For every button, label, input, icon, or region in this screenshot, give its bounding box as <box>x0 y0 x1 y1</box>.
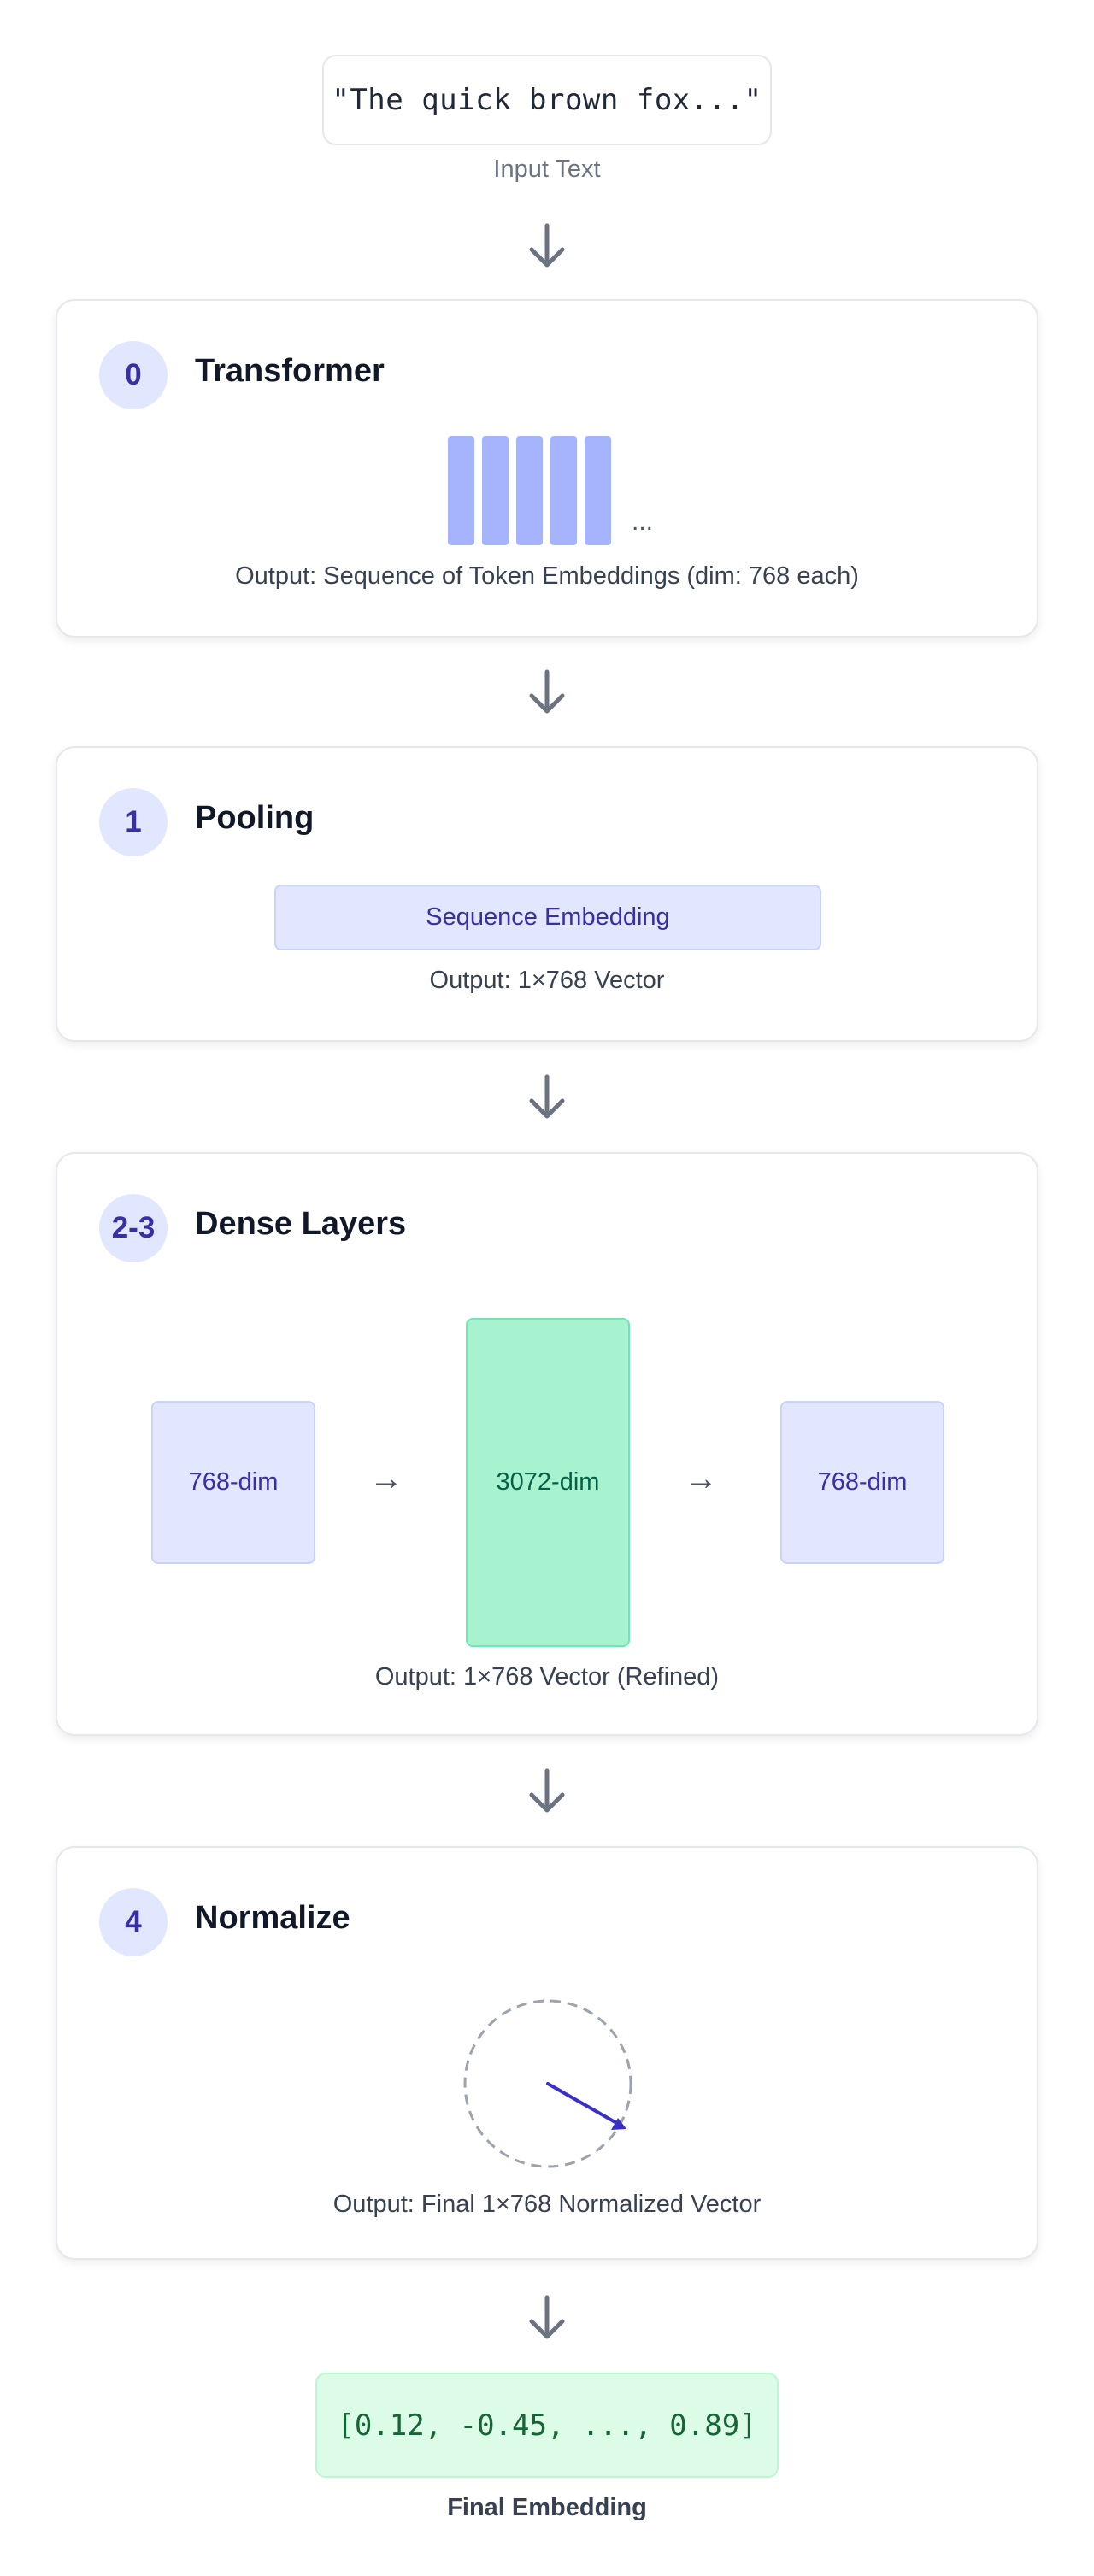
down-arrow-icon <box>521 667 573 718</box>
card-title: Normalize <box>195 1900 350 1936</box>
token-ellipsis: ... <box>632 508 654 536</box>
normalize-card: 4 Normalize Output: Final 1×768 Normaliz… <box>56 1846 1038 2260</box>
pooling-card: 1 Pooling Sequence Embedding Output: 1×7… <box>56 746 1038 1042</box>
output-label: Output: 1×768 Vector (Refined) <box>374 1663 720 1691</box>
token-embedding-bar <box>482 436 509 545</box>
output-label: Output: Final 1×768 Normalized Vector <box>332 2191 762 2218</box>
step-badge: 4 <box>99 1888 168 1956</box>
card-title: Pooling <box>195 800 315 836</box>
token-embedding-bar <box>516 436 543 545</box>
output-label: Output: Sequence of Token Embeddings (di… <box>235 562 859 590</box>
unit-circle <box>463 1999 632 2168</box>
input-caption: Input Text <box>493 156 601 183</box>
dense-output-768-box: 768-dim <box>780 1401 944 1564</box>
down-arrow-icon <box>521 221 573 272</box>
step-badge: 1 <box>99 788 168 856</box>
sequence-embedding-box: Sequence Embedding <box>274 885 821 950</box>
down-arrow-icon <box>521 1766 573 1817</box>
token-embedding-bar <box>550 436 577 545</box>
step-badge: 0 <box>99 341 168 409</box>
output-label: Output: 1×768 Vector <box>429 967 665 994</box>
dense-input-768-box: 768-dim <box>151 1401 315 1564</box>
unit-circle-vector-icon <box>463 1999 632 2168</box>
normalized-vector-line <box>546 2082 621 2126</box>
transformer-card: 0 Transformer ... Output: Sequence of To… <box>56 299 1038 638</box>
input-text-box: "The quick brown fox..." <box>322 55 772 145</box>
token-embedding-bar <box>448 436 474 545</box>
dense-layers-card: 2-3 Dense Layers 768-dim → 3072-dim → 76… <box>56 1152 1038 1736</box>
card-title: Dense Layers <box>195 1206 407 1242</box>
right-arrow-icon: → <box>369 1460 403 1497</box>
down-arrow-icon <box>521 2292 573 2344</box>
final-caption: Final Embedding <box>447 2494 647 2521</box>
card-title: Transformer <box>195 353 385 389</box>
token-embedding-bar <box>585 436 611 545</box>
final-embedding-box: [0.12, -0.45, ..., 0.89] <box>315 2373 779 2478</box>
vector-arrowhead <box>611 2118 626 2130</box>
dense-hidden-3072-box: 3072-dim <box>466 1318 630 1647</box>
step-badge: 2-3 <box>99 1194 168 1262</box>
down-arrow-icon <box>521 1072 573 1123</box>
right-arrow-icon: → <box>684 1460 718 1497</box>
